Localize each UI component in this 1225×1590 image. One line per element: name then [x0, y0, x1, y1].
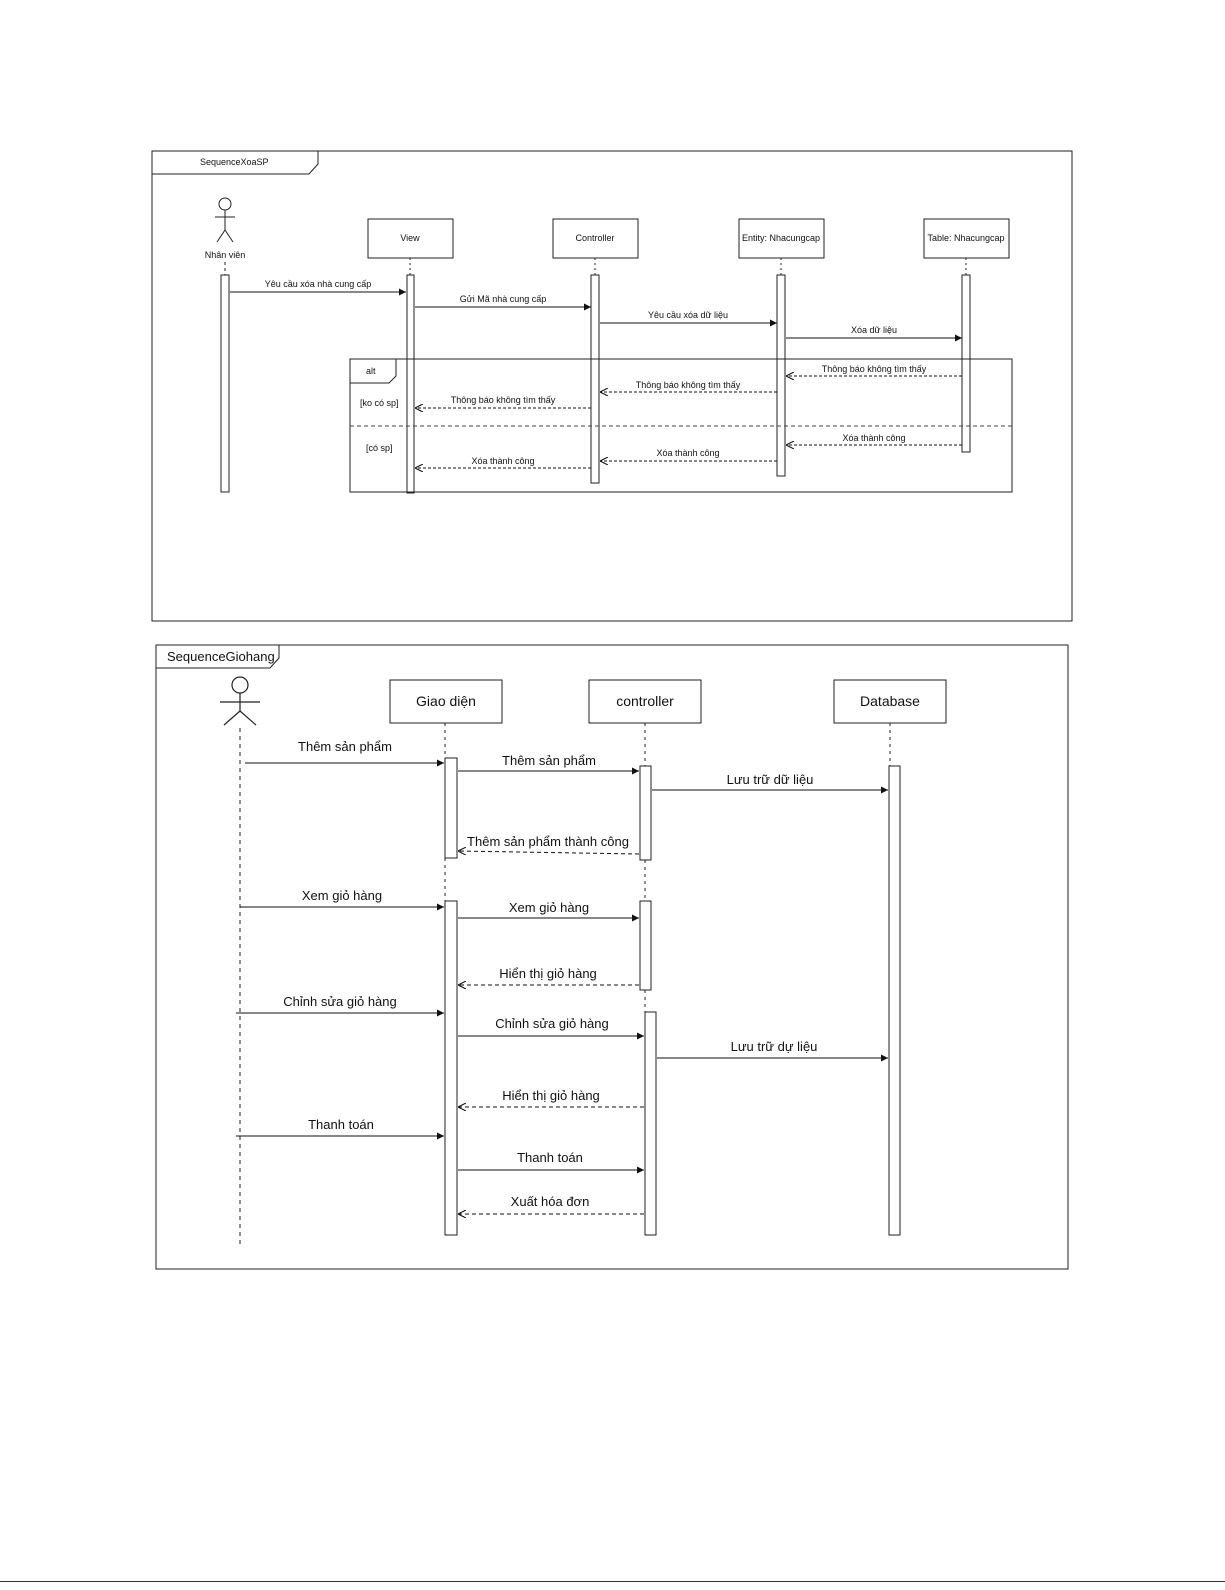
- message-label: Xóa thành công: [656, 448, 719, 458]
- participant-box-table: [923, 218, 1010, 259]
- activation-bar: [639, 765, 652, 861]
- activation-bar: [888, 765, 901, 1236]
- frame-title: SequenceXoaSP: [200, 157, 269, 167]
- participant-label: Controller: [575, 233, 614, 243]
- message-label: Xem giỏ hàng: [509, 900, 589, 915]
- message-label: Thêm sản phẩm thành công: [467, 834, 629, 849]
- message-label: Thanh toán: [308, 1117, 374, 1132]
- activation-bar: [444, 900, 458, 1236]
- activation-bar: [639, 900, 652, 991]
- message-label: Hiển thị giỏ hàng: [502, 1088, 600, 1103]
- actor-icon: [215, 197, 235, 243]
- message-label: Thông báo không tìm thấy: [822, 364, 927, 374]
- message-label: Thông báo không tìm thấy: [636, 380, 741, 390]
- participant-label: Giao diện: [416, 693, 476, 709]
- message-label: Xóa thành công: [842, 433, 905, 443]
- activation-bar: [590, 274, 600, 484]
- message-label: Thêm sản phẩm: [502, 753, 596, 768]
- message-label: Thông báo không tìm thấy: [451, 395, 556, 405]
- participant-label: Table: Nhacungcap: [927, 233, 1004, 243]
- participant-box-giao-dien: [389, 679, 503, 724]
- participant-label: controller: [616, 693, 674, 709]
- return-arrow: [458, 851, 640, 854]
- message-label: Xem giỏ hàng: [302, 888, 382, 903]
- message-label: Gửi Mã nhà cung cấp: [460, 294, 547, 304]
- participant-label: View: [400, 233, 420, 243]
- actor-icon: [220, 676, 260, 726]
- message-label: Yêu cầu xóa nhà cung cấp: [265, 279, 372, 289]
- participant-box-entity: [738, 218, 825, 259]
- activation-bar: [444, 757, 458, 859]
- guard-label: [có sp]: [366, 443, 393, 453]
- alt-operator: alt: [366, 366, 376, 376]
- alt-tab: [350, 359, 397, 384]
- participant-box-database: [833, 679, 947, 724]
- frame-title: SequenceGiohang: [167, 649, 275, 664]
- message-label: Chỉnh sửa giỏ hàng: [283, 994, 397, 1009]
- activation-bar: [776, 274, 786, 477]
- message-label: Yêu cầu xóa dữ liệu: [648, 310, 728, 320]
- participant-label: Database: [860, 693, 920, 709]
- activation-bar: [406, 274, 415, 494]
- message-label: Xuất hóa đơn: [511, 1194, 590, 1209]
- frame-title-tab: [152, 151, 319, 175]
- diagram-frame: [155, 644, 1069, 1270]
- page-bottom-rule: [0, 1581, 1225, 1582]
- activation-bar: [644, 1011, 657, 1236]
- sequence-diagram-xoasp: SequenceXoaSP Nhân viên View Controller …: [151, 150, 1073, 622]
- message-label: Hiển thị giỏ hàng: [499, 966, 597, 981]
- message-label: Thanh toán: [517, 1150, 583, 1165]
- participant-box-controller: [588, 679, 702, 724]
- sequence-diagram-giohang: SequenceGiohang Giao diện controller Dat…: [155, 644, 1069, 1270]
- message-label: Lưu trữ dự liệu: [731, 1039, 818, 1054]
- activation-bar: [961, 274, 971, 453]
- message-label: Thêm sản phẩm: [298, 739, 392, 754]
- participant-label: Entity: Nhacungcap: [742, 233, 820, 243]
- actor-label: Nhân viên: [205, 250, 246, 260]
- message-label: Chỉnh sửa giỏ hàng: [495, 1016, 609, 1031]
- message-label: Xóa dữ liệu: [851, 325, 897, 335]
- diagram-frame: [151, 150, 1073, 622]
- frame-title-tab: [156, 645, 280, 669]
- guard-label: [ko có sp]: [360, 398, 399, 408]
- message-label: Xóa thành công: [471, 456, 534, 466]
- message-label: Lưu trữ dữ liệu: [727, 772, 814, 787]
- activation-bar: [220, 274, 230, 493]
- participant-box-view: [367, 218, 454, 259]
